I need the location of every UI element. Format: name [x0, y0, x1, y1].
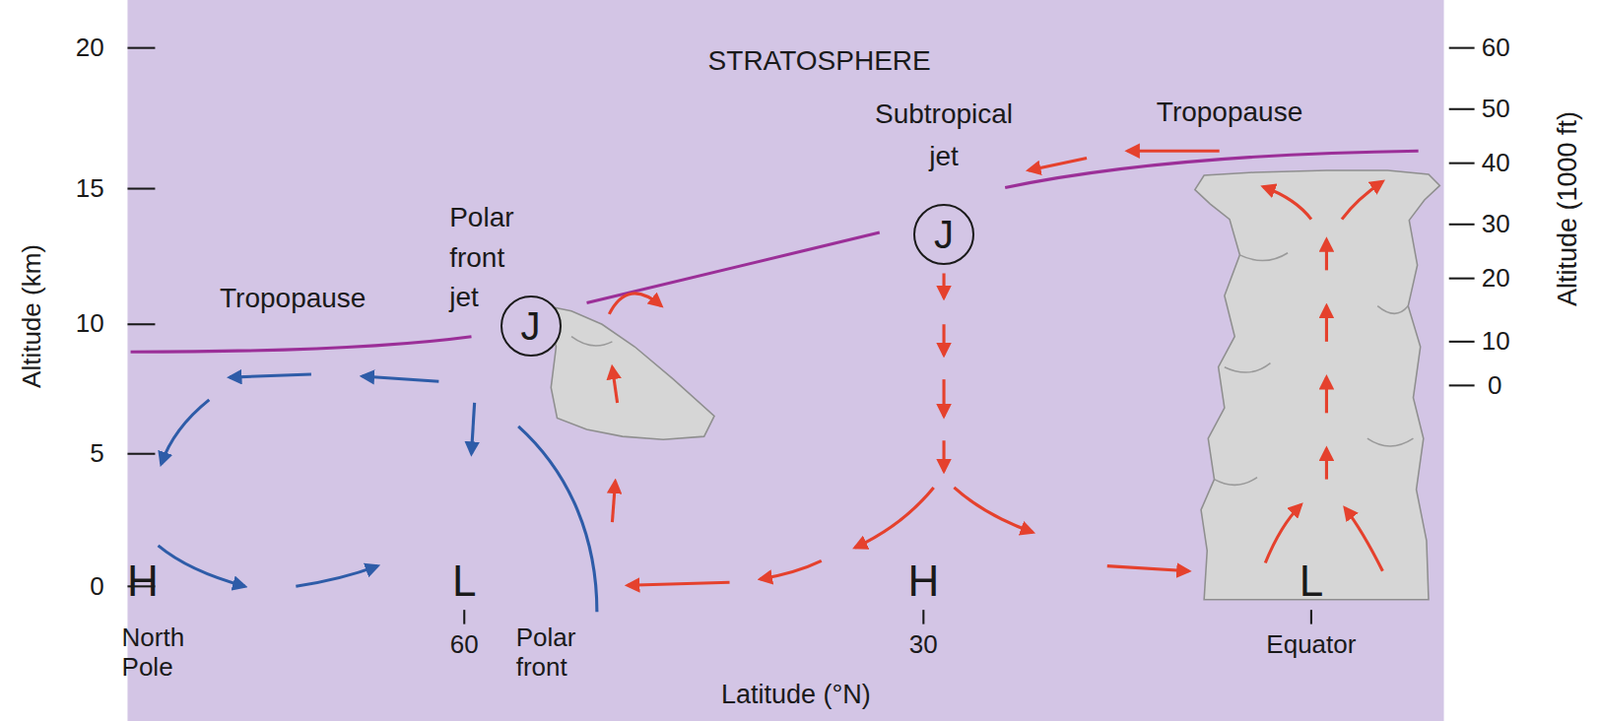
cloud-texture	[1214, 253, 1414, 486]
axis-title: Altitude (km)	[17, 244, 48, 389]
tropopause-label: Tropopause	[219, 282, 366, 315]
axis-number: 10	[1481, 327, 1511, 357]
tick	[127, 323, 155, 326]
tick	[127, 47, 155, 50]
latitude-label: North Pole	[122, 623, 186, 683]
flow-arrow	[941, 324, 945, 355]
cumulonimbus-cloud	[1195, 170, 1441, 600]
axis-number: 60	[450, 630, 479, 661]
jet-symbol: J	[521, 306, 541, 346]
layer-name: STRATOSPHERE	[708, 45, 932, 77]
cloud-line	[571, 336, 612, 346]
flow-arrow	[471, 402, 475, 455]
flow-arrow	[1325, 449, 1329, 480]
hadley-ferrel-arrows	[608, 150, 1383, 586]
flow-arrow	[1263, 186, 1312, 219]
axis-number: 50	[1481, 94, 1511, 125]
flow-arrow	[608, 293, 662, 315]
flow-arrow	[611, 481, 615, 523]
flow-arrow	[1107, 566, 1190, 572]
flow-arrow	[941, 440, 945, 471]
pressure-symbol: H	[127, 556, 159, 607]
axis-number: 20	[75, 33, 105, 64]
pressure-symbol: H	[907, 556, 939, 607]
tick	[1449, 108, 1475, 111]
cloud-line	[1367, 438, 1414, 447]
tick	[1449, 277, 1475, 280]
cloud-line	[1377, 306, 1408, 315]
jet-label: Subtropical jet	[874, 91, 1013, 178]
frontal-cloud	[545, 306, 715, 441]
axis-number: 0	[1487, 371, 1502, 401]
flow-arrow	[1325, 239, 1329, 270]
jet-circle: J	[913, 203, 975, 266]
axis-number: 5	[89, 439, 104, 469]
tick	[922, 609, 925, 624]
tick	[463, 609, 466, 624]
flow-arrow	[941, 379, 945, 416]
tick	[127, 453, 155, 456]
flow-arrow	[295, 566, 378, 588]
flow-arrow	[362, 376, 440, 382]
polar-front-line	[518, 426, 598, 612]
tropopause-segment	[1004, 150, 1418, 188]
jet-label: Polar front jet	[449, 198, 514, 319]
tick	[127, 188, 155, 191]
right-axis-ticks	[1449, 48, 1475, 387]
axis-number: 30	[909, 630, 938, 661]
axis-title: Latitude (°N)	[721, 680, 871, 712]
flow-arrow	[855, 487, 934, 548]
axis-number: 30	[1481, 209, 1511, 240]
jet-circle: J	[500, 295, 562, 357]
tropopause-line	[131, 150, 1419, 352]
cloud-line	[1224, 363, 1271, 373]
flow-arrow	[161, 400, 210, 465]
flow-arrow	[1325, 306, 1329, 342]
flow-arrow	[1127, 149, 1219, 153]
latitude-ticks	[464, 609, 1312, 624]
flow-arrow	[158, 545, 246, 587]
cloud-line	[1239, 253, 1288, 262]
flow-arrow	[760, 560, 822, 580]
atmosphere-background	[127, 0, 1444, 721]
flow-arrow	[941, 272, 945, 298]
axis-number: 20	[1481, 264, 1511, 294]
flow-arrow	[627, 582, 731, 586]
axis-title: Altitude (1000 ft)	[1552, 111, 1584, 307]
left-axis-ticks	[127, 48, 155, 588]
flow-arrow	[1028, 157, 1087, 170]
tropopause-segment	[131, 336, 472, 353]
tick	[1449, 162, 1475, 165]
latitude-label: Polar front	[516, 623, 577, 683]
pressure-symbol: L	[1299, 556, 1324, 607]
pressure-symbol: L	[452, 556, 476, 607]
tick	[1449, 223, 1475, 226]
tick	[1449, 340, 1475, 343]
tick	[1449, 47, 1475, 50]
tick	[1449, 384, 1475, 387]
axis-number: 40	[1481, 148, 1511, 179]
flow-arrow	[229, 374, 312, 378]
axis-number: 10	[75, 309, 105, 339]
flow-arrow	[953, 487, 1033, 534]
axis-number: 15	[75, 174, 105, 204]
axis-number: 0	[89, 572, 104, 602]
flow-arrow	[1341, 181, 1383, 219]
tropopause-label: Tropopause	[1156, 96, 1303, 129]
latitude-label: Equator	[1266, 630, 1356, 661]
tick	[1310, 609, 1313, 624]
flow-arrow	[611, 367, 617, 403]
jet-symbol: J	[933, 214, 954, 255]
flow-arrow	[1344, 508, 1383, 572]
flow-arrow	[1265, 505, 1301, 564]
axis-number: 60	[1481, 33, 1511, 64]
flow-arrow	[1325, 377, 1329, 413]
cloud-line	[1214, 477, 1259, 486]
polar-cell-arrows	[158, 374, 475, 587]
